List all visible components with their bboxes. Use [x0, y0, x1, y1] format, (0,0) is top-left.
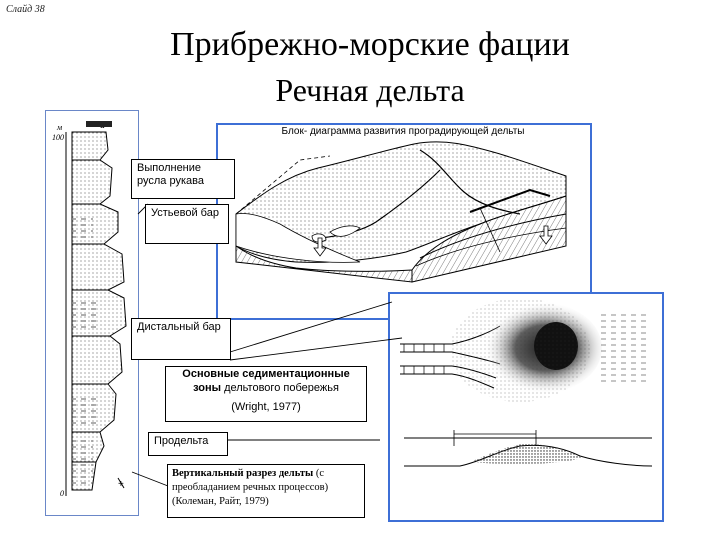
slide-number: Слайд 38: [6, 4, 45, 15]
vertical-section-caption-rest: (с преобладанием речных процессов) (Коле…: [172, 468, 329, 507]
label-distal-bar: Дистальный бар: [131, 318, 231, 360]
column-top-value: 100: [52, 133, 64, 142]
zones-caption: Основные седиментационные зоны дельтовог…: [165, 366, 367, 422]
zones-caption-line2-rest: дельтового побережья: [224, 382, 339, 394]
svg-text:+: +: [118, 479, 124, 490]
column-unit-label: м: [56, 123, 62, 132]
label-channel-fill: Выполнение русла рукава: [131, 159, 235, 199]
zones-diagram: [400, 298, 653, 467]
zones-caption-line2-bold: зоны: [193, 382, 222, 394]
vertical-section-caption: Вертикальный разрез дельты (с преобладан…: [167, 464, 365, 518]
vertical-section-caption-bold: Вертикальный разрез дельты: [172, 468, 314, 479]
slide-title: Прибрежно-морские фации: [170, 26, 570, 63]
block-diagram: [232, 141, 567, 283]
label-prodelta: Продельта: [148, 432, 228, 456]
column-bottom-value: 0: [60, 489, 64, 498]
label-mouth-bar: Устьевой бар: [145, 204, 229, 244]
stratigraphic-column: м 100 0 а +: [52, 120, 127, 498]
zones-caption-line1: Основные седиментационные: [182, 368, 350, 380]
block-diagram-caption: Блок- диаграмма развития проградирующей …: [281, 126, 525, 137]
zones-citation: (Wright, 1977): [231, 401, 301, 413]
slide-subtitle: Речная дельта: [275, 72, 465, 108]
